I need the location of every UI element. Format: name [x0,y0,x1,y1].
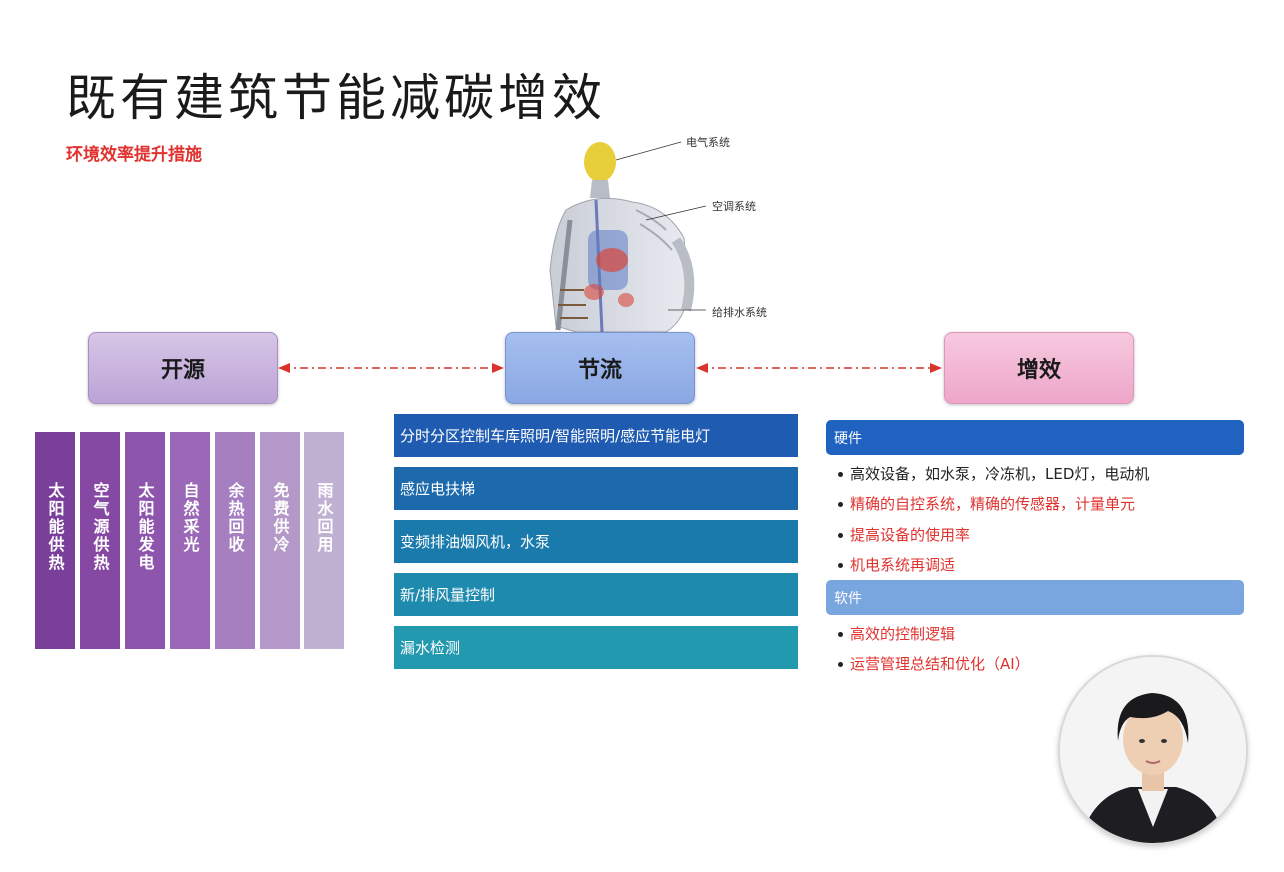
saving-item-label: 新/排风量控制 [400,586,496,604]
hardware-item: 高效设备，如水泵，冷冻机，LED灯，电动机 [838,463,1149,484]
hardware-item-text: 高效设备，如水泵，冷冻机，LED灯，电动机 [850,465,1150,483]
saving-item: 漏水检测 [394,626,798,669]
bullet-icon [838,502,843,507]
source-column-label: 免费供冷 [270,482,290,554]
software-header: 软件 [826,580,1244,615]
page-title: 既有建筑节能减碳增效 [66,69,606,127]
bullet-icon [838,632,843,637]
presenter-avatar [1058,655,1248,845]
source-column: 太阳能供热 [35,432,75,649]
saving-item: 新/排风量控制 [394,573,798,616]
figure-label-hvac: 空调系统 [712,200,756,213]
hardware-item-text: 提高设备的使用率 [850,526,971,544]
person-icon [1060,657,1246,843]
arrowhead-left-1 [278,363,290,373]
source-column: 免费供冷 [260,432,300,649]
figure-label-electrical: 电气系统 [686,136,730,149]
saving-item-label: 感应电扶梯 [400,480,476,498]
node-efficiency: 增效 [944,332,1134,404]
building-systems-body-illustration: 电气系统 空调系统 给排水系统 [536,136,767,336]
hardware-header: 硬件 [826,420,1244,455]
arrowhead-right-2 [930,363,942,373]
arrowhead-left-2 [492,363,504,373]
node-saving: 节流 [505,332,695,404]
software-item-text: 运营管理总结和优化（AI） [850,655,1030,673]
source-column-label: 自然采光 [180,482,200,554]
software-item-text: 高效的控制逻辑 [850,625,956,643]
source-column: 自然采光 [170,432,210,649]
software-item: 运营管理总结和优化（AI） [838,653,1030,674]
hardware-item: 提高设备的使用率 [838,524,970,545]
figure-label-plumbing: 给排水系统 [712,306,767,319]
source-column: 雨水回用 [304,432,344,649]
saving-item-label: 变频排油烟风机，水泵 [400,533,551,551]
source-column-label: 空气源供热 [90,482,110,572]
source-column-label: 太阳能供热 [45,482,65,572]
body-systems-icon [549,141,707,333]
bullet-icon [838,662,843,667]
saving-item: 感应电扶梯 [394,467,798,510]
software-item: 高效的控制逻辑 [838,623,955,644]
hardware-item: 精确的自控系统，精确的传感器，计量单元 [838,493,1135,514]
bullet-icon [838,563,843,568]
saving-item: 变频排油烟风机，水泵 [394,520,798,563]
saving-item-label: 漏水检测 [400,639,461,657]
hardware-item-text: 精确的自控系统，精确的传感器，计量单元 [850,495,1136,513]
hardware-item: 机电系统再调适 [838,554,955,575]
source-column-label: 太阳能发电 [135,482,155,572]
source-column: 余热回收 [215,432,255,649]
arrowhead-right-1 [696,363,708,373]
page-subtitle: 环境效率提升措施 [66,145,202,165]
node-open-source: 开源 [88,332,278,404]
source-column-label: 雨水回用 [314,482,334,554]
source-column: 空气源供热 [80,432,120,649]
bullet-icon [838,472,843,477]
bullet-icon [838,533,843,538]
source-column-label: 余热回收 [225,482,245,554]
saving-item-label: 分时分区控制车库照明/智能照明/感应节能电灯 [400,427,711,445]
hardware-item-text: 机电系统再调适 [850,556,956,574]
saving-item: 分时分区控制车库照明/智能照明/感应节能电灯 [394,414,798,457]
source-column: 太阳能发电 [125,432,165,649]
